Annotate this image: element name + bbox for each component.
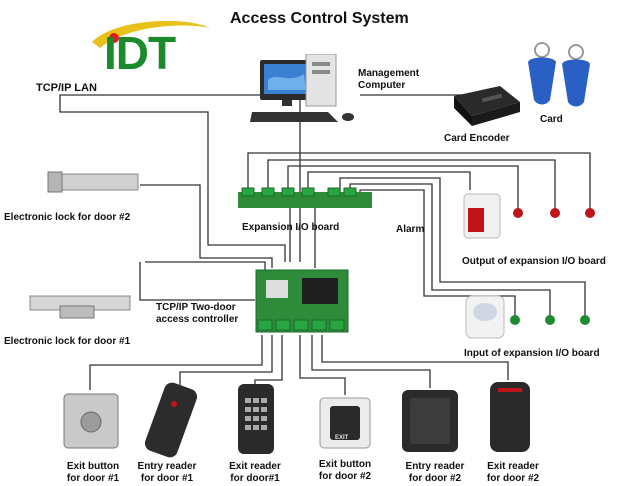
card-label: Card <box>540 114 563 125</box>
output-led-2 <box>550 208 560 218</box>
exit-button-text: EXIT <box>335 435 349 441</box>
computer-icon <box>250 54 354 122</box>
dev-wire-6 <box>321 335 509 380</box>
card-encoder-label: Card Encoder <box>444 133 510 144</box>
output-indicators <box>513 208 595 218</box>
logo-swoosh <box>92 20 210 48</box>
input-led-1 <box>510 315 520 325</box>
output-led-3 <box>585 208 595 218</box>
lock1-wire-b <box>145 261 266 270</box>
management-computer-label-2: Computer <box>358 80 406 91</box>
keyfob-1 <box>528 57 556 105</box>
in-wire-3 <box>359 189 516 318</box>
exit-reader-door2-icon <box>490 382 530 452</box>
expansion-board-label: Expansion I/O board <box>242 222 340 233</box>
dev-wire-4 <box>299 335 346 395</box>
out-wire-3 <box>287 165 519 210</box>
controller-board-icon <box>255 269 349 333</box>
dev-wire-3 <box>254 335 283 385</box>
lock-door1-label: Electronic lock for door #1 <box>4 336 131 347</box>
lock-door2-label: Electronic lock for door #2 <box>4 212 131 223</box>
card-fob-icon <box>528 42 590 107</box>
keyboard <box>250 112 338 122</box>
exit-button-door1-icon <box>63 393 119 449</box>
exit-reader-door1-icon <box>238 384 274 454</box>
keyfob-2 <box>562 59 590 107</box>
page-title: Access Control System <box>230 10 409 27</box>
output-led-1 <box>513 208 523 218</box>
lan-wire <box>59 94 300 262</box>
input-expansion-label: Input of expansion I/O board <box>464 348 600 359</box>
dev-wire-1 <box>89 335 263 390</box>
input-led-3 <box>580 315 590 325</box>
expansion-board-icon <box>238 187 372 208</box>
logo-text: IDT <box>104 27 176 79</box>
lock2-wire <box>140 184 273 268</box>
input-indicators <box>510 315 590 325</box>
idt-logo <box>92 20 210 48</box>
computer-tower <box>305 54 337 107</box>
alarm-wire <box>307 171 471 190</box>
entry-reader-door1-icon <box>144 382 198 458</box>
lock1-wire <box>139 262 255 301</box>
in-wire-1 <box>339 177 586 318</box>
input-led-2 <box>545 315 555 325</box>
mouse <box>342 113 354 121</box>
alarm-label: Alarm <box>396 224 425 235</box>
lock-door1-icon <box>29 295 131 319</box>
pir-sensor-icon <box>465 295 505 339</box>
in-wire-2 <box>349 183 551 318</box>
card-encoder-icon <box>454 86 520 126</box>
output-expansion-label: Output of expansion I/O board <box>462 256 606 267</box>
dev-wire-2 <box>179 335 273 385</box>
logo-dot <box>109 33 119 43</box>
dev-wire-5 <box>311 335 431 388</box>
management-computer-label-1: Management <box>358 68 420 79</box>
alarm-siren-icon <box>463 193 501 239</box>
controller-label-2: access controller <box>156 314 239 325</box>
out-wire-2 <box>267 159 556 210</box>
out-wire-1 <box>247 152 591 210</box>
controller-label-1: TCP/IP Two-door <box>156 302 236 313</box>
tcp-ip-lan-label: TCP/IP LAN <box>36 82 97 94</box>
lock-door2-icon <box>47 171 139 193</box>
exit-button-door2-icon <box>319 397 371 449</box>
entry-reader-door2-icon <box>402 390 458 452</box>
